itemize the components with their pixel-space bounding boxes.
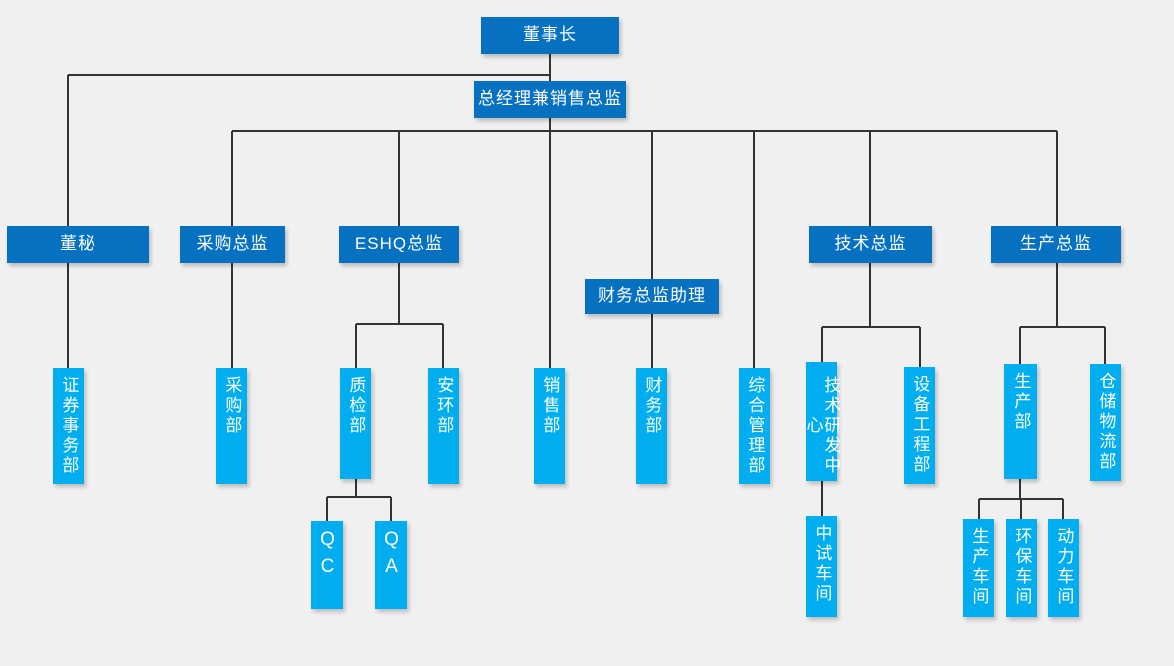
node-label: 董秘 [60,234,96,254]
node-finance-dept[interactable]: 财务部 [636,368,667,484]
node-label: ESHQ总监 [354,234,444,254]
node-label: 仓储物流部 [1096,372,1116,472]
node-pilot-workshop[interactable]: 中试车间 [806,516,837,617]
node-eshq-director[interactable]: ESHQ总监 [339,226,459,263]
node-label: 董事长 [523,25,577,45]
node-production-director[interactable]: 生产总监 [991,226,1121,263]
node-label: 采购部 [222,376,242,436]
node-label: 证券事务部 [59,376,79,476]
node-label: 生产车间 [969,527,989,607]
node-finance-assistant[interactable]: 财务总监助理 [585,279,719,314]
node-label: 生产部 [1011,372,1031,432]
node-securities-dept[interactable]: 证券事务部 [53,368,84,484]
node-label: 综合管理部 [745,376,765,476]
node-qa[interactable]: QA [375,521,407,609]
node-label: 中试车间 [812,524,832,604]
node-production-dept[interactable]: 生产部 [1004,364,1037,479]
node-label: 设备工程部 [910,375,930,475]
node-label: 动力车间 [1054,527,1074,607]
node-label: 采购总监 [196,234,269,254]
node-quality-dept[interactable]: 质检部 [340,368,371,479]
node-power-workshop[interactable]: 动力车间 [1048,519,1079,617]
node-safety-env-dept[interactable]: 安环部 [428,368,459,484]
node-label: 总经理兼销售总监 [478,89,622,109]
node-warehouse-dept[interactable]: 仓储物流部 [1090,364,1121,481]
node-chairman[interactable]: 董事长 [481,17,619,54]
node-label: 销售部 [540,376,560,436]
node-label: 环保车间 [1012,527,1032,607]
node-label: 技术研发中心 [803,375,841,476]
node-sales-dept[interactable]: 销售部 [534,368,565,484]
node-production-workshop[interactable]: 生产车间 [963,519,994,617]
node-env-workshop[interactable]: 环保车间 [1006,519,1037,617]
node-label: QC [316,529,338,583]
node-purchasing-director[interactable]: 采购总监 [180,226,285,263]
node-rnd-center[interactable]: 技术研发中心 [803,362,841,481]
node-label: QA [380,529,402,583]
node-purchasing-dept[interactable]: 采购部 [216,368,247,484]
node-label: 安环部 [434,376,454,436]
node-general-manager[interactable]: 总经理兼销售总监 [474,81,626,118]
node-label: 财务部 [642,376,662,436]
node-board-secretary[interactable]: 董秘 [7,226,149,263]
node-admin-dept[interactable]: 综合管理部 [739,368,770,484]
node-technical-director[interactable]: 技术总监 [809,226,932,263]
node-label: 技术总监 [834,234,907,254]
node-qc[interactable]: QC [311,521,343,609]
node-label: 财务总监助理 [598,286,706,306]
node-label: 质检部 [346,376,366,436]
node-label: 生产总监 [1020,234,1092,254]
node-equipment-dept[interactable]: 设备工程部 [904,367,935,484]
